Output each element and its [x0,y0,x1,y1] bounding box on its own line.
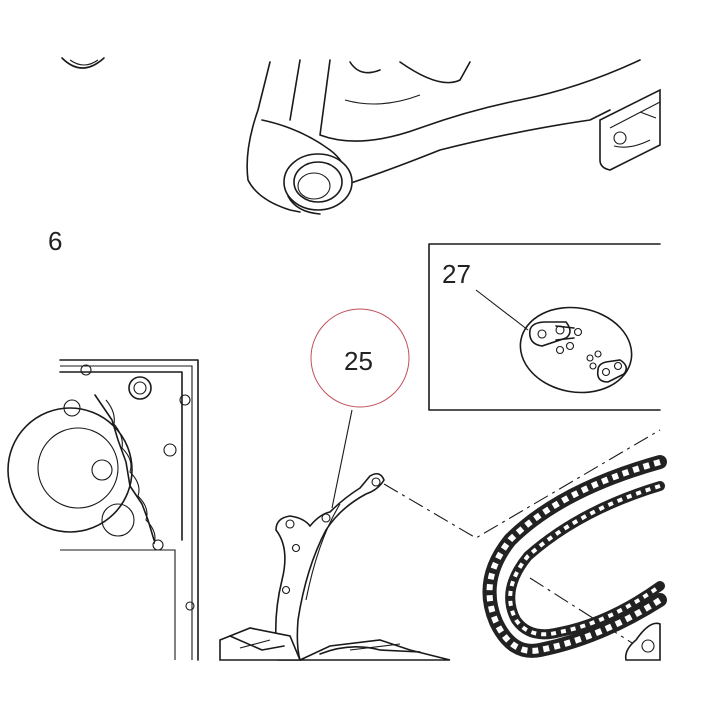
lower-bracket [219,627,451,661]
inset-box: 27 [428,243,661,411]
drive-chain [482,455,667,661]
sprocket-cover [7,359,199,661]
chain-guard-25 [274,472,385,661]
part-label-25: 25 [344,346,373,376]
highlight-circle [310,308,410,408]
callout-25: 25 [310,308,410,509]
top-left-fragment [61,57,105,69]
alignment-lines [383,429,661,649]
edge-label-fragment: 6 [48,226,62,256]
part-label-27: 27 [442,259,471,289]
swingarm [246,59,661,215]
